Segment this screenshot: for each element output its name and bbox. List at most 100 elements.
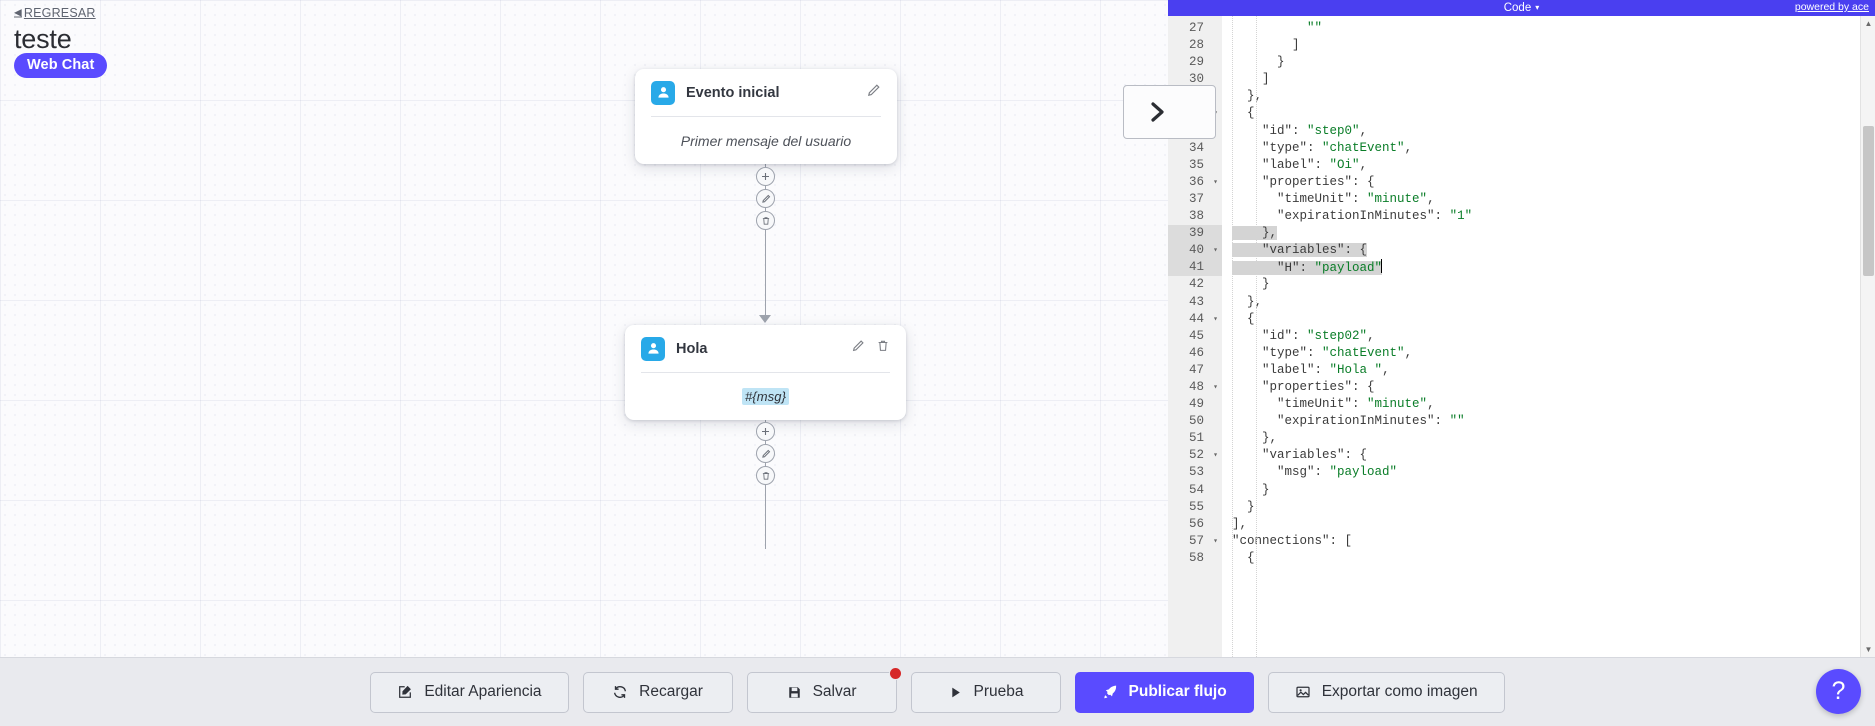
line-number[interactable]: 54 bbox=[1188, 482, 1204, 497]
powered-by-link[interactable]: powered by ace bbox=[1794, 1, 1869, 13]
recargar-button[interactable]: Recargar bbox=[582, 671, 733, 713]
line-number[interactable]: 43 bbox=[1188, 294, 1204, 309]
line-number[interactable]: 49 bbox=[1188, 397, 1204, 412]
code-line[interactable]: "connections": [ bbox=[1232, 533, 1353, 548]
line-number[interactable]: 34 bbox=[1188, 140, 1204, 155]
code-line[interactable]: "properties": { bbox=[1262, 174, 1375, 189]
line-number[interactable]: 56 bbox=[1188, 516, 1204, 531]
trash-icon[interactable] bbox=[756, 211, 775, 230]
line-number[interactable]: 39 bbox=[1168, 225, 1222, 243]
line-number[interactable]: 50 bbox=[1188, 414, 1204, 429]
code-scrollbar[interactable]: ▲ ▼ bbox=[1860, 16, 1875, 657]
edit-icon[interactable] bbox=[756, 189, 775, 208]
flow-canvas[interactable]: ◀ REGRESAR teste Web Chat Evento inicial bbox=[0, 0, 1168, 657]
code-line[interactable]: "type": "chatEvent", bbox=[1262, 345, 1413, 360]
code-line[interactable]: "" bbox=[1307, 21, 1323, 35]
code-line[interactable]: }, bbox=[1232, 431, 1278, 446]
code-fold-toggle-icon[interactable]: ▾ bbox=[1213, 451, 1218, 461]
code-line[interactable]: { bbox=[1232, 550, 1255, 565]
line-number[interactable]: 46 bbox=[1188, 345, 1204, 360]
add-icon[interactable] bbox=[756, 167, 775, 186]
code-line[interactable]: "H": "payload" bbox=[1222, 259, 1875, 276]
edit-icon[interactable] bbox=[851, 339, 865, 358]
code-line[interactable]: }, bbox=[1232, 226, 1278, 241]
code-line[interactable]: "properties": { bbox=[1262, 379, 1375, 394]
line-number[interactable]: 37 bbox=[1188, 191, 1204, 206]
prueba-button[interactable]: Prueba bbox=[910, 671, 1061, 713]
line-number[interactable]: 51 bbox=[1188, 431, 1204, 446]
code-line[interactable]: "variables": { bbox=[1262, 448, 1368, 463]
code-fold-toggle-icon[interactable]: ▾ bbox=[1213, 382, 1218, 392]
code-fold-toggle-icon[interactable]: ▾ bbox=[1213, 177, 1218, 187]
code-line[interactable]: "expirationInMinutes": "" bbox=[1277, 414, 1465, 429]
publicar-flujo-button[interactable]: Publicar flujo bbox=[1074, 671, 1254, 713]
line-number[interactable]: 45 bbox=[1188, 328, 1204, 343]
exportar-imagen-button[interactable]: Exportar como imagen bbox=[1267, 671, 1505, 713]
trash-icon[interactable] bbox=[876, 339, 890, 358]
variable-chip[interactable]: #{msg} bbox=[741, 388, 790, 405]
line-number[interactable]: 57▾ bbox=[1168, 533, 1222, 550]
chevron-left-icon: ◀ bbox=[14, 7, 22, 19]
code-line[interactable]: } bbox=[1232, 55, 1285, 70]
code-line[interactable]: }, bbox=[1232, 294, 1263, 309]
edit-icon[interactable] bbox=[866, 83, 881, 103]
code-line[interactable]: { bbox=[1232, 311, 1255, 326]
code-editor[interactable]: 272829303132▾33343536▾37383940▾41424344▾… bbox=[1168, 16, 1875, 657]
code-fold-toggle-icon[interactable]: ▾ bbox=[1213, 246, 1218, 256]
code-line[interactable]: }, bbox=[1232, 89, 1263, 104]
line-number[interactable]: 55 bbox=[1188, 499, 1204, 514]
line-number[interactable]: 40▾ bbox=[1168, 242, 1222, 260]
add-icon[interactable] bbox=[756, 422, 775, 441]
code-line[interactable]: "timeUnit": "minute", bbox=[1277, 191, 1435, 206]
code-line[interactable]: "timeUnit": "minute", bbox=[1277, 397, 1435, 412]
code-line[interactable]: ] bbox=[1232, 72, 1270, 87]
code-line[interactable]: "msg": "payload" bbox=[1277, 465, 1398, 480]
code-content[interactable]: "" ] } ] }, { "id": "step0", "type": "ch… bbox=[1222, 16, 1875, 657]
line-number[interactable]: 36▾ bbox=[1168, 174, 1222, 191]
scroll-up-icon[interactable]: ▲ bbox=[1864, 19, 1873, 28]
line-number[interactable]: 41 bbox=[1168, 259, 1222, 277]
code-fold-toggle-icon[interactable]: ▾ bbox=[1213, 314, 1218, 324]
line-number[interactable]: 48▾ bbox=[1168, 379, 1222, 396]
code-line[interactable]: } bbox=[1232, 482, 1270, 497]
code-line[interactable]: "id": "step0", bbox=[1262, 123, 1368, 138]
scrollbar-thumb[interactable] bbox=[1863, 126, 1874, 276]
code-panel-title-dropdown[interactable]: Code ▾ bbox=[1504, 2, 1540, 14]
code-line[interactable]: "variables": { bbox=[1222, 242, 1875, 259]
edit-icon[interactable] bbox=[756, 444, 775, 463]
code-line[interactable]: "label": "Hola ", bbox=[1262, 362, 1390, 377]
line-number[interactable]: 27 bbox=[1188, 21, 1204, 35]
code-line[interactable]: "id": "step02", bbox=[1262, 328, 1375, 343]
code-line[interactable]: } bbox=[1232, 499, 1255, 514]
line-number[interactable]: 44▾ bbox=[1168, 311, 1222, 328]
code-fold-toggle-icon[interactable]: ▾ bbox=[1213, 536, 1218, 546]
flow-node-hola[interactable]: Hola #{msg} bbox=[625, 325, 906, 420]
trash-icon[interactable] bbox=[756, 466, 775, 485]
flow-node-initial-event[interactable]: Evento inicial Primer mensaje del usuari… bbox=[635, 69, 897, 164]
line-number[interactable]: 35 bbox=[1188, 157, 1204, 172]
back-link[interactable]: ◀ REGRESAR bbox=[14, 6, 96, 20]
code-line[interactable]: ], bbox=[1232, 516, 1248, 531]
line-number[interactable]: 28 bbox=[1188, 38, 1204, 53]
code-line[interactable]: "label": "Oi", bbox=[1262, 157, 1368, 172]
line-number[interactable]: 30 bbox=[1188, 72, 1204, 87]
code-line[interactable]: } bbox=[1232, 277, 1270, 292]
line-number[interactable]: 47 bbox=[1188, 362, 1204, 377]
line-number[interactable]: 38 bbox=[1188, 209, 1204, 224]
node-actions bbox=[866, 83, 881, 103]
code-line[interactable]: { bbox=[1232, 106, 1255, 121]
code-line[interactable]: "expirationInMinutes": "1" bbox=[1277, 209, 1473, 224]
scroll-down-icon[interactable]: ▼ bbox=[1864, 645, 1873, 654]
line-number[interactable]: 52▾ bbox=[1168, 447, 1222, 464]
code-line[interactable]: ] bbox=[1232, 38, 1300, 53]
editar-apariencia-button[interactable]: Editar Apariencia bbox=[370, 671, 569, 713]
line-number[interactable]: 42 bbox=[1188, 277, 1204, 292]
rocket-icon bbox=[1102, 684, 1118, 700]
code-line[interactable]: "type": "chatEvent", bbox=[1262, 140, 1413, 155]
line-number[interactable]: 29 bbox=[1188, 55, 1204, 70]
salvar-button[interactable]: Salvar bbox=[746, 666, 902, 713]
collapse-panel-button[interactable] bbox=[1123, 85, 1216, 139]
line-number[interactable]: 53 bbox=[1188, 465, 1204, 480]
line-number[interactable]: 58 bbox=[1188, 550, 1204, 565]
help-button[interactable]: ? bbox=[1816, 669, 1861, 714]
